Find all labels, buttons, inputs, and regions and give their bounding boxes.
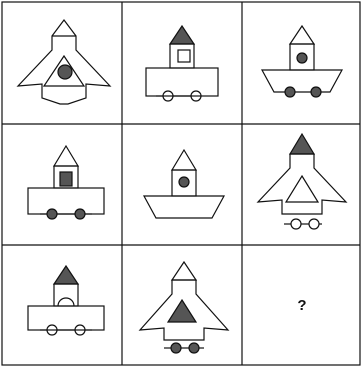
inner-triangle [286, 176, 318, 202]
roof [172, 150, 196, 170]
shaded-wheel [75, 209, 85, 219]
roof [54, 146, 78, 166]
boat-hull [144, 196, 224, 218]
boat-hull [262, 70, 342, 92]
shaded-triangle [168, 300, 196, 322]
cell-r2c1-figure [28, 146, 104, 219]
shaded-wheel [171, 343, 181, 353]
shaded-square [60, 172, 72, 186]
roof [172, 262, 196, 280]
shaded-roof [170, 26, 194, 44]
cell-r3c2-figure [140, 262, 228, 353]
truck-body [28, 306, 104, 330]
shaded-circle [58, 65, 72, 79]
cell-r1c3-figure [262, 26, 342, 97]
cell-r1c1-figure [18, 20, 110, 104]
shaded-roof [54, 266, 78, 284]
shaded-wheel [47, 209, 57, 219]
cell-r2c3-figure [258, 134, 346, 229]
truck-body [28, 188, 104, 214]
cell-r3c1-figure [28, 266, 104, 335]
truck-body [146, 68, 218, 96]
rocket-ship-body [258, 154, 346, 214]
open-wheel [291, 219, 301, 229]
shaded-circle [179, 177, 189, 187]
cabin [54, 284, 78, 306]
shaded-wheel [189, 343, 199, 353]
roof [290, 26, 314, 44]
shaded-circle [297, 53, 307, 63]
open-wheel [309, 219, 319, 229]
shaded-wheel [285, 87, 295, 97]
shaded-roof [290, 134, 314, 154]
rocket-ship-body [18, 20, 110, 104]
semicircle [58, 298, 74, 306]
question-mark: ? [242, 245, 362, 365]
cell-r2c2-figure [144, 150, 224, 218]
square-window [178, 50, 190, 62]
shaded-wheel [311, 87, 321, 97]
cell-r1c2-figure [146, 26, 218, 101]
